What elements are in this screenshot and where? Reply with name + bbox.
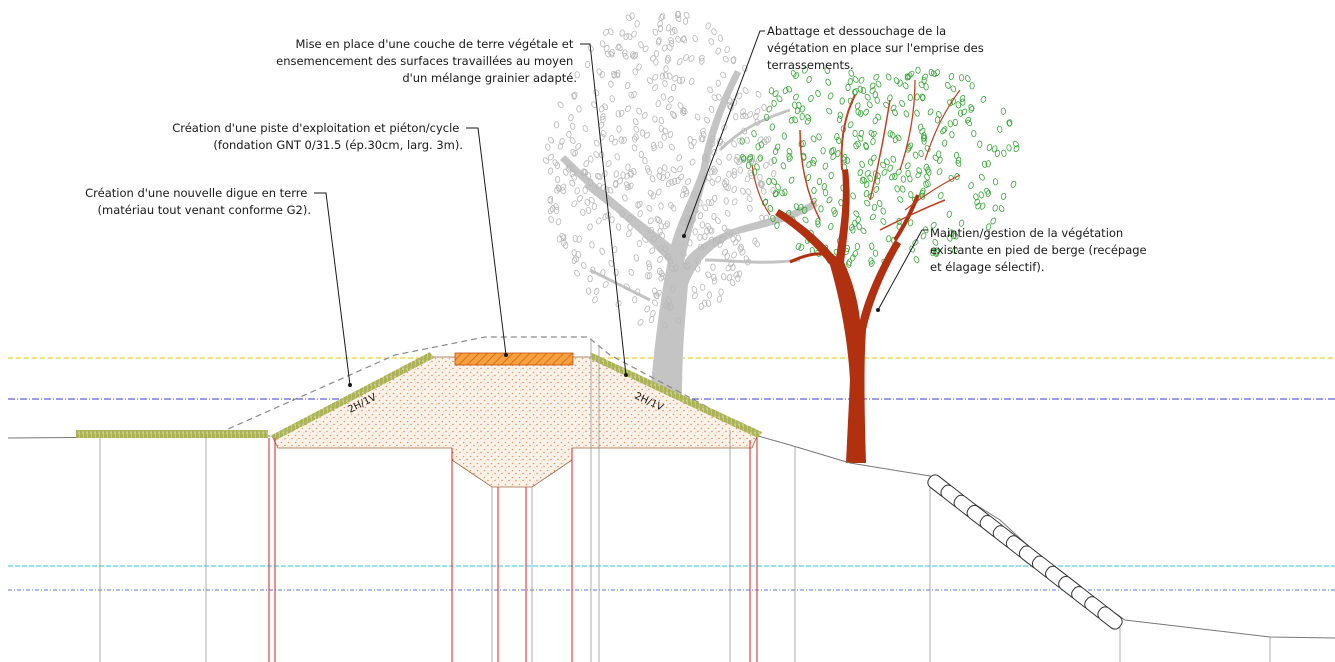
annotation-track: Création d'une piste d'exploitation et p… [172, 121, 463, 152]
annotation-clearing: Abattage et dessouchage de la végétation… [767, 24, 987, 72]
leader-lines [314, 30, 928, 386]
riprap-blocks-icon [927, 474, 1123, 630]
vertical-section-lines [99, 338, 1271, 662]
leader-dots [348, 234, 880, 387]
dike-body [271, 356, 759, 488]
annotation-topsoil: Mise en place d'une couche de terre végé… [276, 37, 577, 85]
grey-tree-icon [542, 10, 818, 395]
existing-profile-dashed [209, 336, 759, 438]
track-foundation [454, 352, 574, 366]
ground-profile [7, 435, 1335, 639]
red-tree-icon [739, 66, 1020, 463]
annotation-dike: Création d'une nouvelle digue en terre (… [85, 186, 311, 217]
topsoil-grass [76, 352, 762, 440]
sheet-piles [268, 438, 758, 662]
annotation-vegetation: Maintien/gestion de la végétation exista… [930, 226, 1150, 274]
